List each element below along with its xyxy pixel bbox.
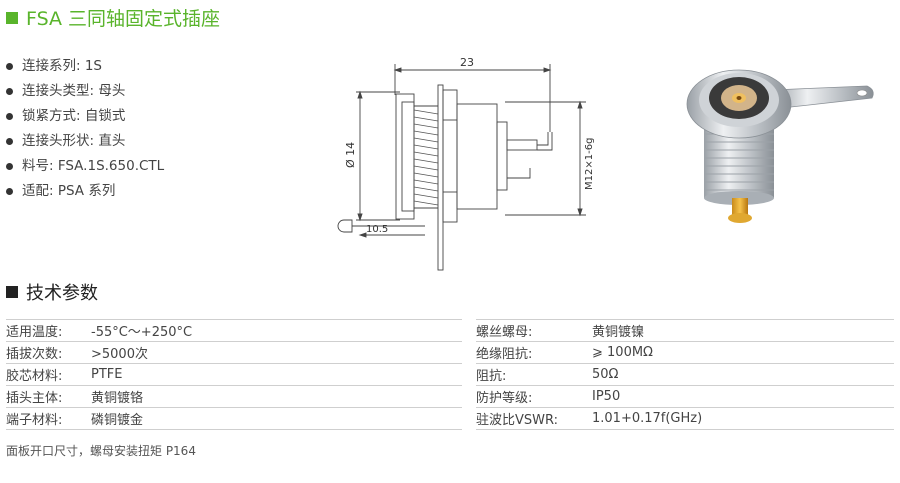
spec-table-right: 螺丝螺母:黄铜镀镍 绝缘阻抗:⩾ 100MΩ 阻抗:50Ω 防护等级:IP50 … xyxy=(476,319,894,430)
spec-value: 黄铜镀铬 xyxy=(91,385,462,408)
table-row: 插拔次数:>5000次 xyxy=(6,341,462,364)
dim-lug-label: 10.5 xyxy=(366,224,388,235)
page-header: FSA 三同轴固定式插座 xyxy=(6,4,220,31)
technical-drawing: 23 Ø 14 M12×1-6g 10.5 xyxy=(337,56,595,271)
table-row: 端子材料:磷铜镀金 xyxy=(6,407,462,430)
spec-key: 绝缘阻抗: xyxy=(476,341,592,364)
feature-item: 料号: FSA.1S.650.CTL xyxy=(6,154,164,179)
spec-value: ⩾ 100MΩ xyxy=(592,341,894,364)
feature-item: 锁紧方式: 自锁式 xyxy=(6,104,164,129)
feature-item: 适配: PSA 系列 xyxy=(6,179,164,204)
spec-key: 螺丝螺母: xyxy=(476,319,592,342)
bullet-icon xyxy=(6,63,13,70)
title-marker xyxy=(6,11,18,24)
bullet-icon xyxy=(6,188,13,195)
spec-value: IP50 xyxy=(592,385,894,408)
table-row: 适用温度:-55°C～+250°C xyxy=(6,319,462,342)
spec-key: 胶芯材料: xyxy=(6,363,91,386)
table-row: 防护等级:IP50 xyxy=(476,385,894,408)
feature-text: 料号: FSA.1S.650.CTL xyxy=(22,158,165,174)
dim-length-label: 23 xyxy=(460,56,474,69)
bullet-icon xyxy=(6,113,13,120)
spec-value: 黄铜镀镍 xyxy=(592,319,894,342)
spec-value: 1.01+0.17f(GHz) xyxy=(592,407,894,430)
feature-text: 连接头类型: 母头 xyxy=(22,83,126,99)
spec-key: 插拔次数: xyxy=(6,341,91,364)
feature-text: 连接系列: 1S xyxy=(22,58,102,74)
bullet-icon xyxy=(6,88,13,95)
page-title: FSA 三同轴固定式插座 xyxy=(26,8,221,30)
spec-value: -55°C～+250°C xyxy=(91,319,462,342)
feature-item: 连接头形状: 直头 xyxy=(6,129,164,154)
section-header: 技术参数 xyxy=(6,279,98,305)
spec-key: 插头主体: xyxy=(6,385,91,408)
product-photo xyxy=(686,69,874,223)
table-row: 驻波比VSWR:1.01+0.17f(GHz) xyxy=(476,407,894,430)
feature-text: 连接头形状: 直头 xyxy=(22,133,126,149)
section-marker xyxy=(6,286,18,298)
feature-list: 连接系列: 1S 连接头类型: 母头 锁紧方式: 自锁式 连接头形状: 直头 料… xyxy=(6,54,164,204)
feature-item: 连接头类型: 母头 xyxy=(6,79,164,104)
table-row: 插头主体:黄铜镀铬 xyxy=(6,385,462,408)
table-row: 胶芯材料:PTFE xyxy=(6,363,462,386)
spec-key: 防护等级: xyxy=(476,385,592,408)
spec-key: 端子材料: xyxy=(6,407,91,430)
spec-value: PTFE xyxy=(91,363,462,386)
feature-text: 适配: PSA 系列 xyxy=(22,183,116,199)
bullet-icon xyxy=(6,163,13,170)
spec-value: 50Ω xyxy=(592,363,894,386)
spec-key: 阻抗: xyxy=(476,363,592,386)
footer-note: 面板开口尺寸，螺母安装扭矩 P164 xyxy=(6,444,196,458)
spec-table-left: 适用温度:-55°C～+250°C 插拔次数:>5000次 胶芯材料:PTFE … xyxy=(6,319,462,430)
dim-thread-label: M12×1-6g xyxy=(584,138,595,190)
bullet-icon xyxy=(6,138,13,145)
feature-text: 锁紧方式: 自锁式 xyxy=(22,108,126,124)
spec-key: 适用温度: xyxy=(6,319,91,342)
table-row: 绝缘阻抗:⩾ 100MΩ xyxy=(476,341,894,364)
dim-diameter-label: Ø 14 xyxy=(344,142,357,168)
spec-value: >5000次 xyxy=(91,341,462,364)
spec-key: 驻波比VSWR: xyxy=(476,407,592,430)
section-title: 技术参数 xyxy=(26,283,98,304)
table-row: 阻抗:50Ω xyxy=(476,363,894,386)
spec-value: 磷铜镀金 xyxy=(91,407,462,430)
table-row: 螺丝螺母:黄铜镀镍 xyxy=(476,319,894,342)
feature-item: 连接系列: 1S xyxy=(6,54,164,79)
